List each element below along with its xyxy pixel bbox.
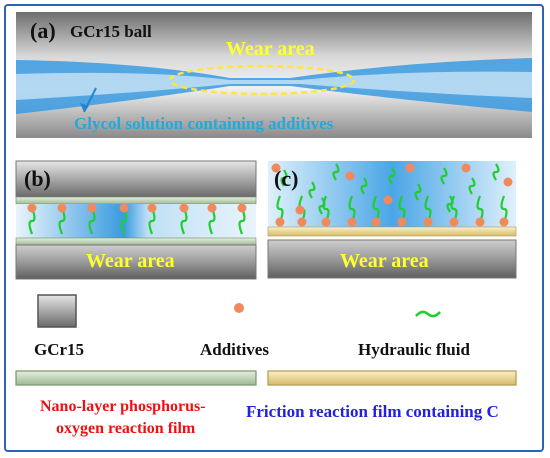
legend-hydraulic-swatch [415, 310, 441, 318]
free-additive-molecule [345, 171, 355, 181]
hydraulic-fluid-chain [88, 207, 96, 235]
additive-molecule [371, 217, 381, 227]
hydraulic-fluid-chain [492, 163, 500, 181]
legend-film-b-line1: Nano-layer phosphorus- [40, 398, 206, 415]
panel-a-ball [16, 12, 532, 138]
hydraulic-fluid-chain [360, 177, 368, 195]
legend-additive-swatch [234, 303, 244, 313]
hydraulic-fluid-chain [440, 167, 448, 185]
legend-gcr15-swatch [37, 294, 77, 328]
hydraulic-fluid-chain [414, 183, 422, 201]
hydraulic-fluid-chain [58, 207, 66, 235]
hydraulic-fluid-chain [28, 207, 36, 235]
hydraulic-fluid-chain [388, 167, 396, 185]
free-additive-molecule [405, 163, 415, 173]
legend-film-b-line2: oxygen reaction film [56, 420, 196, 437]
additive-molecule [119, 203, 129, 213]
hydraulic-fluid-chain [348, 195, 356, 223]
hydraulic-fluid-chain [446, 195, 454, 213]
panel-b-additives [27, 203, 247, 235]
hydraulic-fluid-chain [500, 195, 508, 223]
hydraulic-fluid-chain [332, 163, 340, 181]
hydraulic-fluid-chain [308, 181, 316, 199]
hydraulic-fluid-chain [468, 177, 476, 195]
additive-molecule [275, 217, 285, 227]
legend-additives-label: Additives [200, 340, 269, 359]
hydraulic-fluid-chain [208, 207, 216, 235]
hydraulic-fluid-chain [476, 195, 484, 223]
legend-film-c-swatch [267, 370, 517, 386]
hydraulic-fluid-chain [276, 195, 284, 223]
hydraulic-fluid-chain [372, 195, 380, 223]
hydraulic-fluid-chain [398, 195, 406, 223]
panel-a-label: (a) [30, 18, 56, 43]
additive-molecule [207, 203, 217, 213]
gcr15-ball-label: GCr15 ball [70, 22, 152, 41]
legend-gcr15-label: GCr15 [34, 340, 85, 359]
legend-hydraulic-label: Hydraulic fluid [358, 340, 470, 359]
free-additive-molecule [271, 163, 281, 173]
additive-molecule [423, 217, 433, 227]
hydraulic-fluid-chain [424, 195, 432, 223]
additive-molecule [237, 203, 247, 213]
additive-molecule [87, 203, 97, 213]
hydraulic-fluid-chain [120, 207, 128, 235]
glycol-solution-label: Glycol solution containing additives [74, 114, 334, 133]
panel-c-label: (c) [274, 166, 299, 191]
additive-molecule [397, 217, 407, 227]
additive-molecule [57, 203, 67, 213]
hydraulic-fluid-chain [318, 197, 326, 215]
additive-molecule [321, 217, 331, 227]
additive-molecule [147, 203, 157, 213]
additive-molecule [297, 217, 307, 227]
additive-molecule [449, 217, 459, 227]
panel-c-additives [271, 163, 513, 227]
free-additive-molecule [383, 195, 393, 205]
additive-molecule [179, 203, 189, 213]
panel-b-label: (b) [24, 166, 51, 191]
wear-area-c-label: Wear area [340, 250, 429, 272]
hydraulic-fluid-chain [238, 207, 246, 235]
hydraulic-fluid-chain [180, 207, 188, 235]
additive-molecule [475, 217, 485, 227]
additive-molecule [499, 217, 509, 227]
hydraulic-fluid-chain [148, 207, 156, 235]
free-additive-molecule [461, 163, 471, 173]
wear-area-a-label: Wear area [226, 38, 315, 60]
wear-area-b-label: Wear area [86, 250, 175, 272]
additive-molecule [347, 217, 357, 227]
additive-molecule [27, 203, 37, 213]
panel-c-contact [267, 161, 517, 279]
hydraulic-fluid-chain [280, 169, 288, 187]
free-additive-molecule [295, 205, 305, 215]
legend-film-c-label: Friction reaction film containing C [246, 402, 499, 421]
free-additive-molecule [503, 177, 513, 187]
legend-film-b-swatch [15, 370, 257, 386]
